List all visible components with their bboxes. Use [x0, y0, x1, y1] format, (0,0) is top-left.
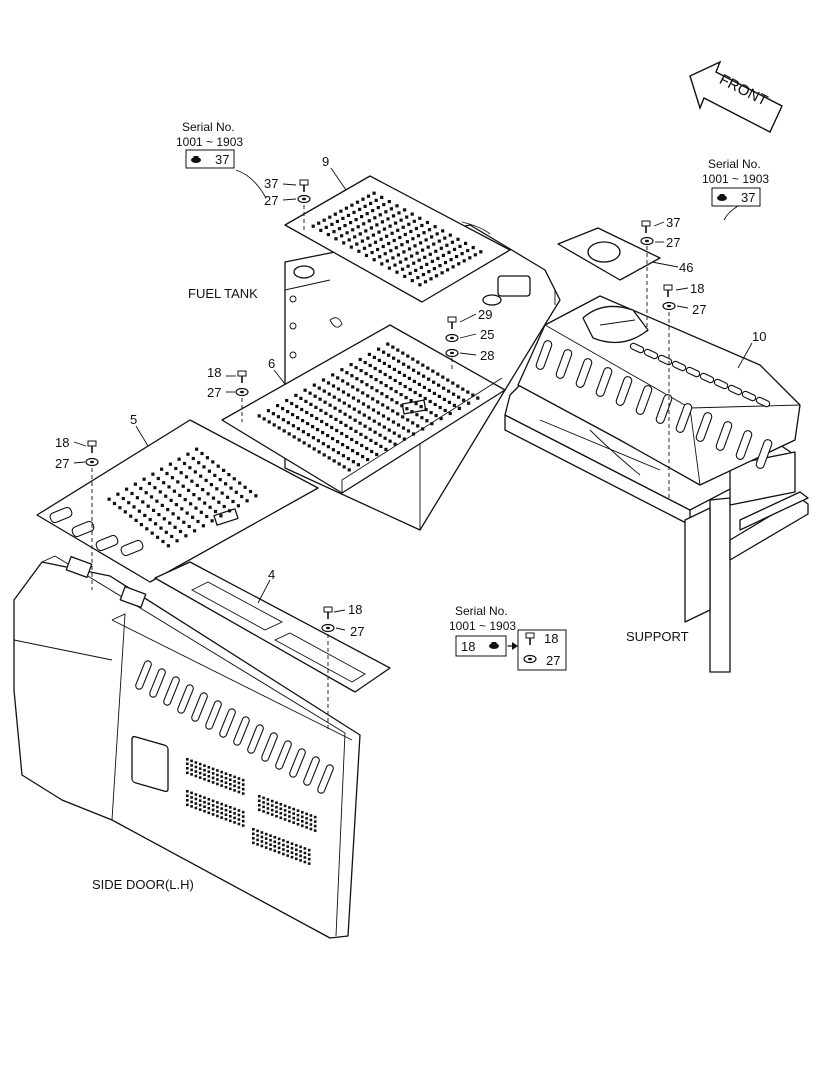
serial-range: 1001 ~ 1903 — [449, 619, 516, 633]
callout-18: 18 — [207, 365, 221, 380]
callout-27: 27 — [55, 456, 69, 471]
part-9-plate — [284, 175, 511, 303]
serial-title: Serial No. — [182, 120, 235, 134]
washer-icon — [85, 457, 99, 467]
callout-9: 9 — [322, 154, 329, 169]
serial-range: 1001 ~ 1903 — [702, 172, 769, 186]
part-46-plate — [557, 227, 661, 281]
serial-title: Serial No. — [708, 157, 761, 171]
callout-27: 27 — [350, 624, 364, 639]
callout-10: 10 — [752, 329, 766, 344]
serial-box-27: 27 — [546, 653, 560, 668]
side-door-lh — [13, 340, 773, 939]
washer-icon — [297, 194, 311, 204]
callout-27: 27 — [207, 385, 221, 400]
bolt-icon — [641, 220, 651, 234]
washer-icon — [523, 654, 537, 664]
callout-6: 6 — [268, 356, 275, 371]
serial-box-18b: 18 — [544, 631, 558, 646]
washer-icon — [235, 387, 249, 397]
label-side-door: SIDE DOOR(L.H) — [92, 877, 194, 892]
callout-18: 18 — [348, 602, 362, 617]
bolt-icon — [237, 370, 247, 384]
part-10-cover — [517, 295, 801, 486]
serial-box-37: 37 — [741, 190, 755, 205]
washer-icon — [321, 623, 335, 633]
callout-18: 18 — [55, 435, 69, 450]
washer-icon — [445, 348, 459, 358]
washer-icon — [662, 301, 676, 311]
bolt-icon — [323, 606, 333, 620]
washer-icon — [640, 236, 654, 246]
label-fuel-tank: FUEL TANK — [188, 286, 258, 301]
bolt-icon — [663, 284, 673, 298]
part-5-plate — [36, 419, 319, 583]
bolt-icon — [87, 440, 97, 454]
callout-28: 28 — [480, 348, 494, 363]
callout-27: 27 — [666, 235, 680, 250]
serial-box-18: 18 — [461, 639, 475, 654]
callout-27: 27 — [692, 302, 706, 317]
assembly-lines — [91, 205, 670, 730]
part-4-rail — [154, 561, 391, 693]
serial-note-3: Serial No. 1001 ~ 1903 18 18 27 — [449, 604, 567, 671]
washer-icon — [445, 333, 459, 343]
part-6-plate — [221, 324, 506, 494]
front-arrow: FRONT — [689, 60, 783, 133]
callouts: 9 37 27 37 27 46 18 27 10 29 25 28 18 27… — [55, 154, 766, 639]
callout-25: 25 — [480, 327, 494, 342]
leader-lines — [73, 167, 753, 631]
serial-range: 1001 ~ 1903 — [176, 135, 243, 149]
callout-46: 46 — [679, 260, 693, 275]
callout-18: 18 — [690, 281, 704, 296]
bolt-icon — [299, 179, 309, 193]
callout-37: 37 — [264, 176, 278, 191]
serial-box-37: 37 — [215, 152, 229, 167]
label-support: SUPPORT — [626, 629, 689, 644]
callout-29: 29 — [478, 307, 492, 322]
callout-4: 4 — [268, 567, 275, 582]
serial-title: Serial No. — [455, 604, 508, 618]
callout-5: 5 — [130, 412, 137, 427]
serial-note-1: Serial No. 1001 ~ 1903 37 — [176, 120, 243, 169]
callout-37: 37 — [666, 215, 680, 230]
serial-note-2: Serial No. 1001 ~ 1903 37 — [702, 157, 769, 207]
callout-27: 27 — [264, 193, 278, 208]
